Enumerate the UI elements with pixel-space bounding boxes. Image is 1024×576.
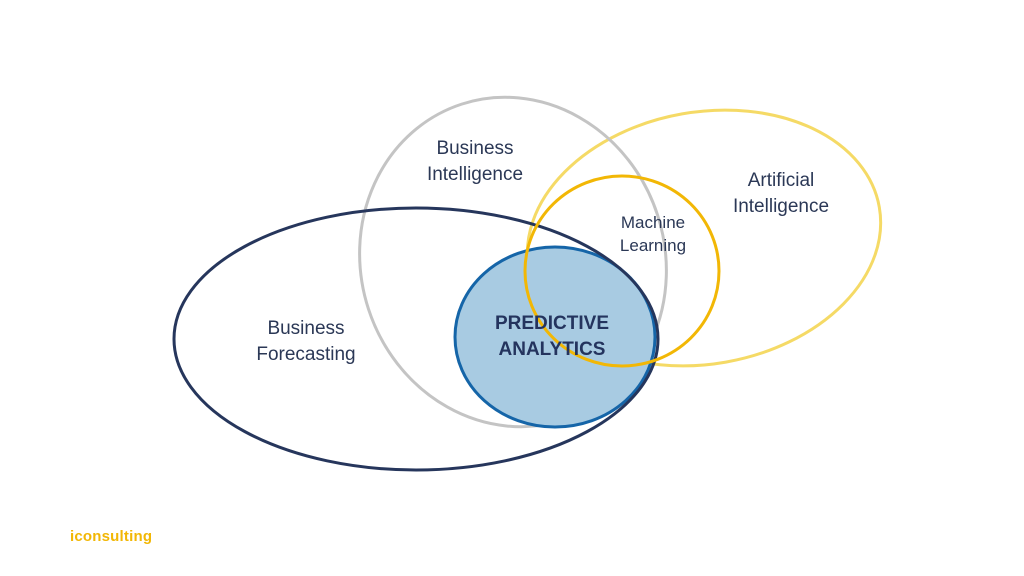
iconsulting-logo: iconsulting	[70, 528, 153, 545]
artificial-intelligence-label: Artificial Intelligence	[718, 168, 844, 220]
business-intelligence-line2: Intelligence	[426, 164, 524, 185]
artificial-intelligence-line1: Artificial	[747, 170, 815, 191]
machine-learning-line2: Learning	[619, 236, 687, 255]
business-intelligence-line1: Business	[436, 138, 514, 159]
predictive-analytics-circle	[453, 245, 657, 429]
predictive-analytics-line2: ANALYTICS	[498, 339, 606, 360]
predictive-analytics-label: PREDICTIVE ANALYTICS	[482, 311, 622, 363]
machine-learning-ellipse	[523, 174, 721, 368]
artificial-intelligence-line2: Intelligence	[732, 196, 830, 217]
machine-learning-label: Machine Learning	[602, 211, 704, 257]
business-forecasting-label: Business Forecasting	[244, 316, 368, 368]
business-intelligence-label: Business Intelligence	[414, 136, 536, 188]
business-forecasting-line1: Business	[267, 318, 345, 339]
business-forecasting-ellipse	[172, 206, 660, 472]
business-forecasting-line2: Forecasting	[256, 344, 356, 365]
machine-learning-line1: Machine	[620, 213, 686, 232]
predictive-analytics-line1: PREDICTIVE	[494, 313, 610, 334]
